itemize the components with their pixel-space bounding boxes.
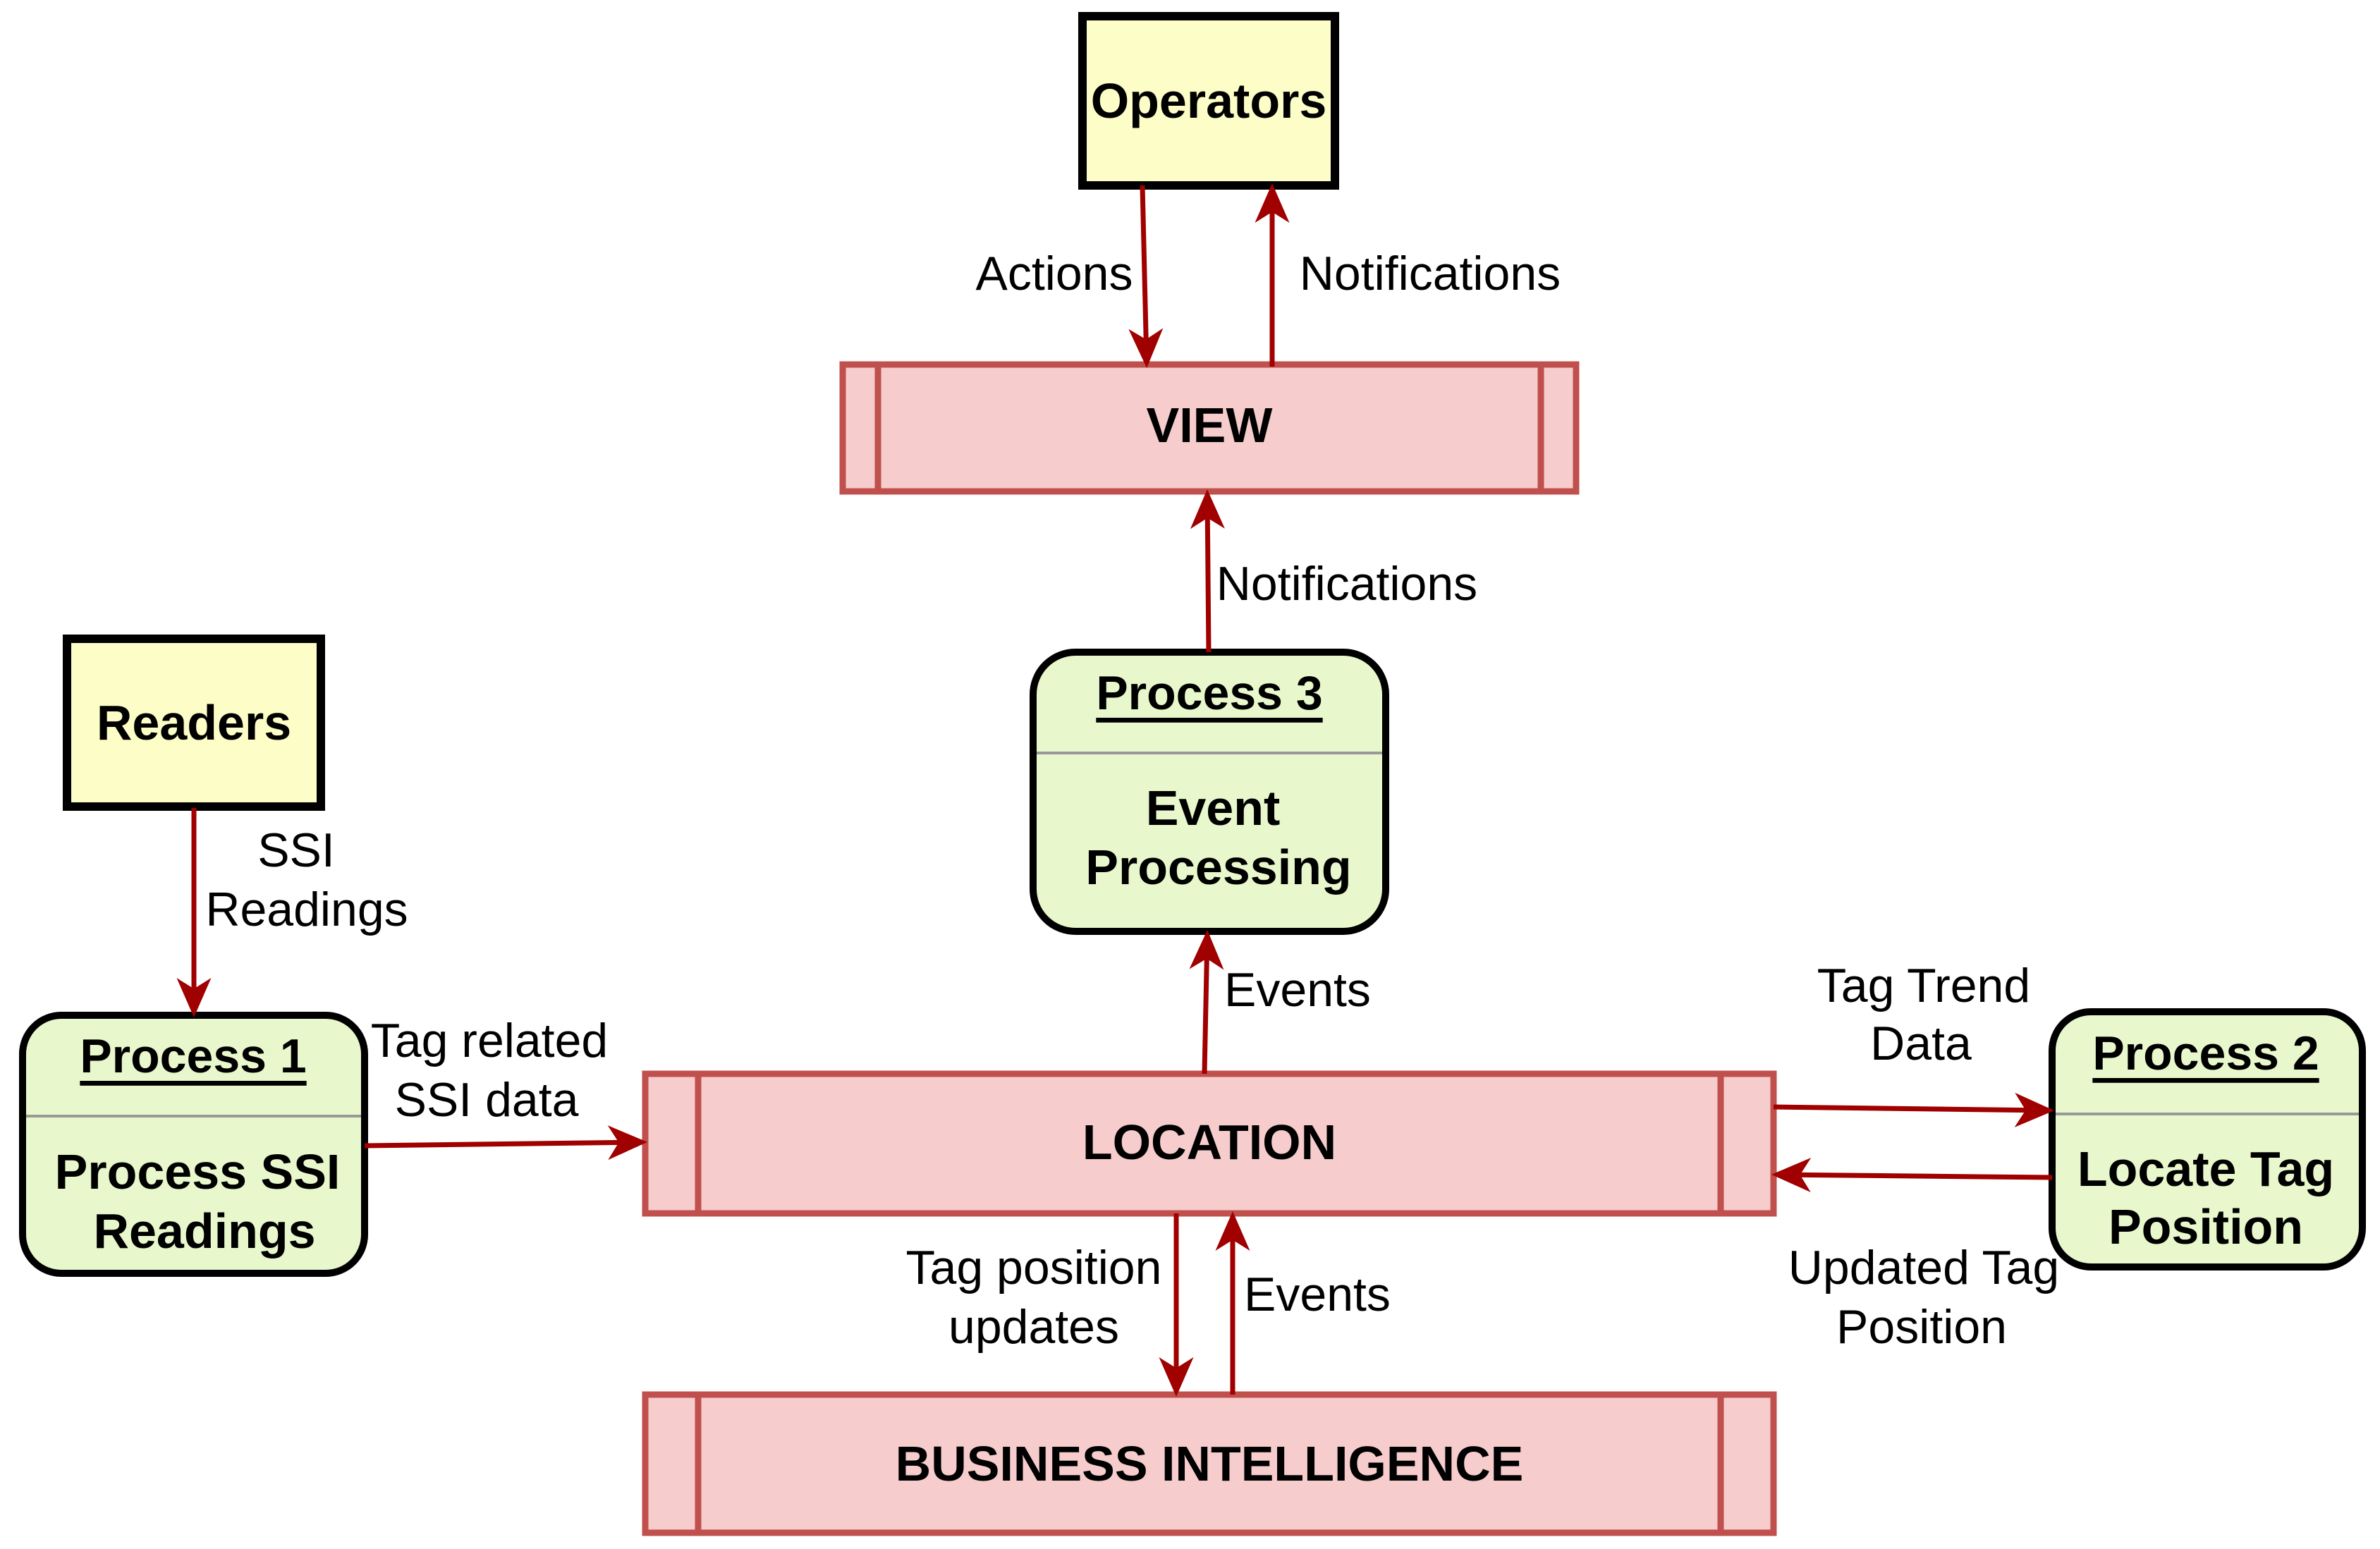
business-intelligence-data-store-label: BUSINESS INTELLIGENCE — [896, 1436, 1524, 1491]
process-1-body-line-1: Process SSI — [55, 1144, 341, 1199]
notifications-top-flow-label: Notifications — [1300, 247, 1561, 300]
operators-entity: Operators — [1078, 12, 1339, 190]
process-1: Process 1 Process SSI Readings — [19, 1012, 368, 1277]
tag-trend-data-arrow — [1773, 1092, 2054, 1127]
process-1-title: Process 1 — [80, 1029, 306, 1083]
ssi-readings-label-line-2: Readings — [205, 883, 408, 936]
process-2: Process 2 Locate Tag Position — [2049, 1008, 2366, 1271]
tag-position-updates-label-line-2: updates — [948, 1300, 1119, 1354]
view-data-store-label: VIEW — [1147, 398, 1273, 453]
business-intelligence-data-store: BUSINESS INTELLIGENCE — [642, 1391, 1777, 1536]
process-3: Process 3 Event Processing — [1030, 649, 1389, 935]
events-bi-flow-label: Events — [1244, 1268, 1391, 1321]
events-to-process-3-arrow — [1189, 930, 1224, 1074]
tag-related-ssi-data-arrow — [364, 1125, 647, 1161]
tag-related-label-line-1: Tag related — [371, 1014, 608, 1067]
view-data-store: VIEW — [839, 361, 1580, 495]
tag-trend-label-line-2: Data — [1870, 1017, 1972, 1070]
updated-tag-label-line-2: Position — [1836, 1300, 2007, 1354]
tag-trend-label-line-1: Tag Trend — [1817, 959, 2030, 1012]
location-data-store: LOCATION — [642, 1070, 1777, 1217]
process-3-body-line-2: Processing — [1085, 840, 1351, 895]
tag-position-updates-label-line-1: Tag position — [906, 1241, 1162, 1294]
notifications-mid-flow-label: Notifications — [1216, 557, 1477, 611]
tag-related-label-line-2: SSI data — [395, 1073, 579, 1127]
events-up-flow-label: Events — [1224, 963, 1371, 1017]
operators-label: Operators — [1091, 73, 1327, 128]
process-2-title: Process 2 — [2092, 1027, 2319, 1080]
updated-tag-position-arrow — [1771, 1158, 2053, 1192]
process-2-body-line-1: Locate Tag — [2077, 1141, 2334, 1196]
process-3-body-line-1: Event — [1146, 780, 1281, 835]
process-3-title: Process 3 — [1096, 666, 1322, 720]
updated-tag-label-line-1: Updated Tag — [1788, 1241, 2059, 1294]
ssi-readings-label-line-1: SSI — [257, 824, 335, 877]
actions-flow-label: Actions — [976, 247, 1133, 300]
location-data-store-label: LOCATION — [1082, 1115, 1336, 1170]
readers-entity: Readers — [63, 635, 325, 811]
process-1-body-line-2: Readings — [93, 1204, 315, 1259]
notifications-to-view-arrow — [1190, 489, 1225, 653]
readers-label: Readers — [97, 695, 291, 750]
process-2-body-line-2: Position — [2109, 1199, 2303, 1254]
actions-flow-arrow — [1128, 185, 1164, 368]
